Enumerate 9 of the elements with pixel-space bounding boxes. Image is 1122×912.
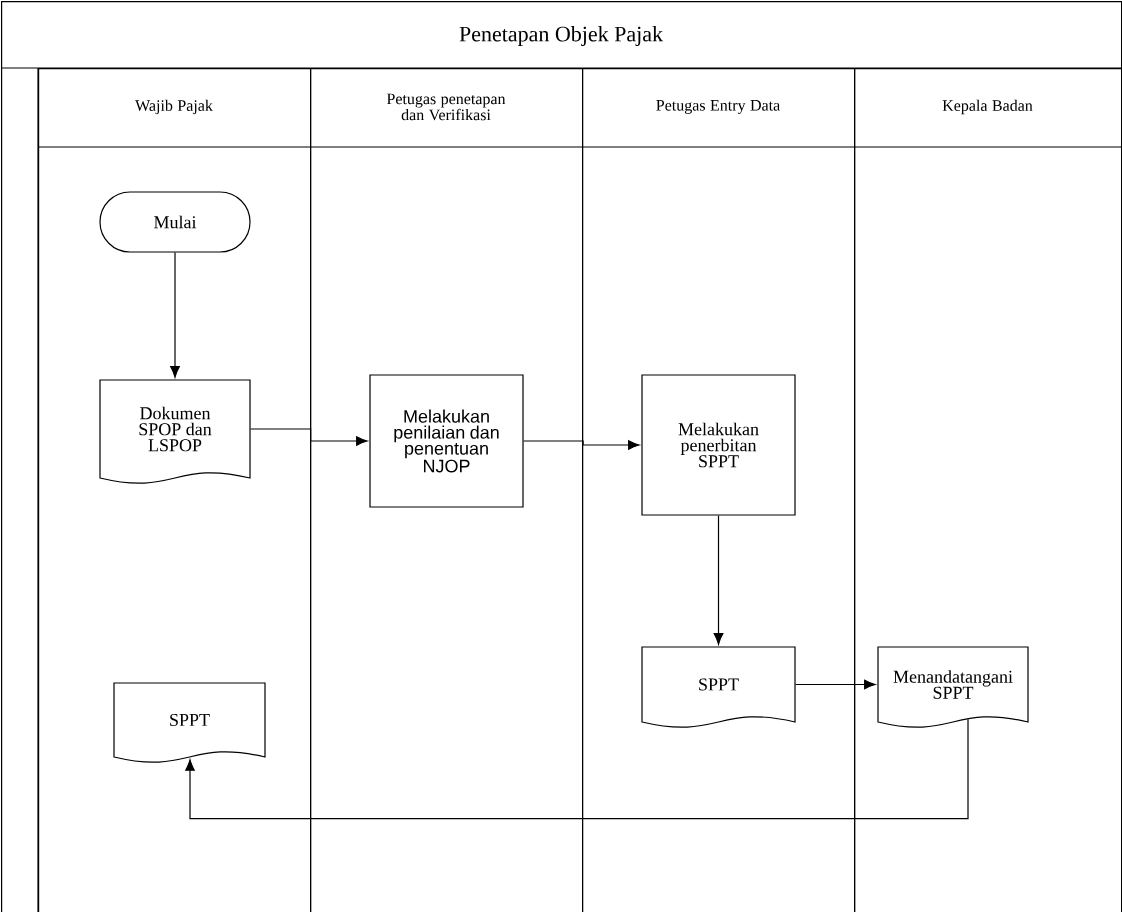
- start-terminator: Mulai: [99, 191, 251, 253]
- arrow: [713, 515, 724, 645]
- arrow: [795, 679, 876, 690]
- arrow: [250, 428, 368, 446]
- process-box: Melakukan penerbitan SPPT: [641, 374, 796, 516]
- process-box: Melakukan penilaian dan penentuan NJOP: [369, 374, 524, 508]
- arrow: [185, 718, 969, 820]
- arrow: [170, 252, 180, 378]
- arrow: [523, 440, 640, 450]
